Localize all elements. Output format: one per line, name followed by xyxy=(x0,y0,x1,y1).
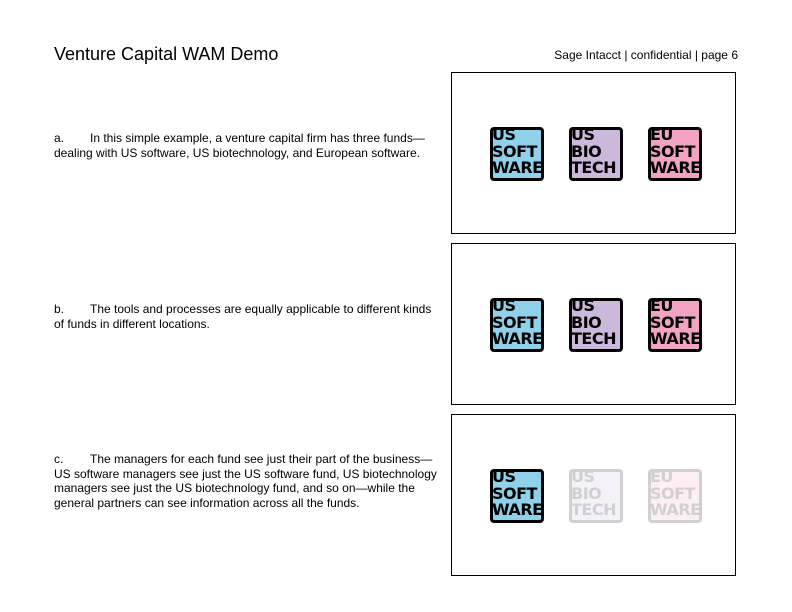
list-item-b: b.The tools and processes are equally ap… xyxy=(54,302,439,331)
fund-tile-line: SOFT xyxy=(650,312,695,332)
fund-tile-eu-software: EU SOFT WARE xyxy=(648,469,702,523)
fund-tile-us-software: US SOFT WARE xyxy=(490,469,544,523)
fund-tile-eu-software: EU SOFT WARE xyxy=(648,298,702,352)
fund-tile-line: US xyxy=(492,469,516,486)
page-header-meta: Sage Intacct | confidential | page 6 xyxy=(554,48,738,62)
fund-tile-line: WARE xyxy=(650,500,701,519)
fund-tile-us-biotech: US BIO TECH xyxy=(569,298,623,352)
fund-tile-us-biotech: US BIO TECH xyxy=(569,127,623,181)
fund-tile-line: SOFT xyxy=(492,141,537,161)
fund-tile-us-software: US SOFT WARE xyxy=(490,127,544,181)
list-item-text: The managers for each fund see just thei… xyxy=(54,452,437,510)
fund-tile-line: US xyxy=(571,127,595,144)
fund-tile-line: WARE xyxy=(650,329,701,348)
fund-tile-line: US xyxy=(492,298,516,315)
fund-tile-line: SOFT xyxy=(650,483,695,503)
list-item-text: In this simple example, a venture capita… xyxy=(54,131,425,160)
fund-tile-line: WARE xyxy=(492,500,543,519)
fund-tile-line: EU xyxy=(650,469,673,486)
fund-tile-us-software: US SOFT WARE xyxy=(490,298,544,352)
fund-illustration-panel-c: US SOFT WARE US BIO TECH EU SOFT WARE xyxy=(451,414,736,576)
fund-tile-line: BIO xyxy=(571,141,602,161)
list-item-a: a.In this simple example, a venture capi… xyxy=(54,131,439,160)
fund-illustration-panel-a: US SOFT WARE US BIO TECH EU SOFT WARE xyxy=(451,72,736,234)
fund-tile-line: SOFT xyxy=(650,141,695,161)
fund-tile-line: SOFT xyxy=(492,312,537,332)
fund-tile-line: WARE xyxy=(650,158,701,177)
list-marker: c. xyxy=(54,452,64,466)
fund-tile-line: BIO xyxy=(571,312,602,332)
fund-tile-line: WARE xyxy=(492,158,543,177)
list-marker: a. xyxy=(54,131,65,145)
fund-tile-line: US xyxy=(571,469,595,486)
fund-illustration-panel-b: US SOFT WARE US BIO TECH EU SOFT WARE xyxy=(451,243,736,405)
list-item-c: c.The managers for each fund see just th… xyxy=(54,452,439,510)
fund-tile-line: US xyxy=(492,127,516,144)
fund-tile-line: TECH xyxy=(571,329,616,348)
fund-tile-line: US xyxy=(571,298,595,315)
fund-tile-line: TECH xyxy=(571,158,616,177)
fund-tile-line: EU xyxy=(650,127,673,144)
fund-tile-us-biotech: US BIO TECH xyxy=(569,469,623,523)
fund-tile-line: WARE xyxy=(492,329,543,348)
fund-tile-eu-software: EU SOFT WARE xyxy=(648,127,702,181)
fund-tile-line: TECH xyxy=(571,500,616,519)
fund-tile-line: EU xyxy=(650,298,673,315)
fund-tile-line: SOFT xyxy=(492,483,537,503)
list-item-text: The tools and processes are equally appl… xyxy=(54,302,432,331)
fund-tile-line: BIO xyxy=(571,483,602,503)
page-title: Venture Capital WAM Demo xyxy=(54,44,279,64)
list-marker: b. xyxy=(54,302,65,316)
